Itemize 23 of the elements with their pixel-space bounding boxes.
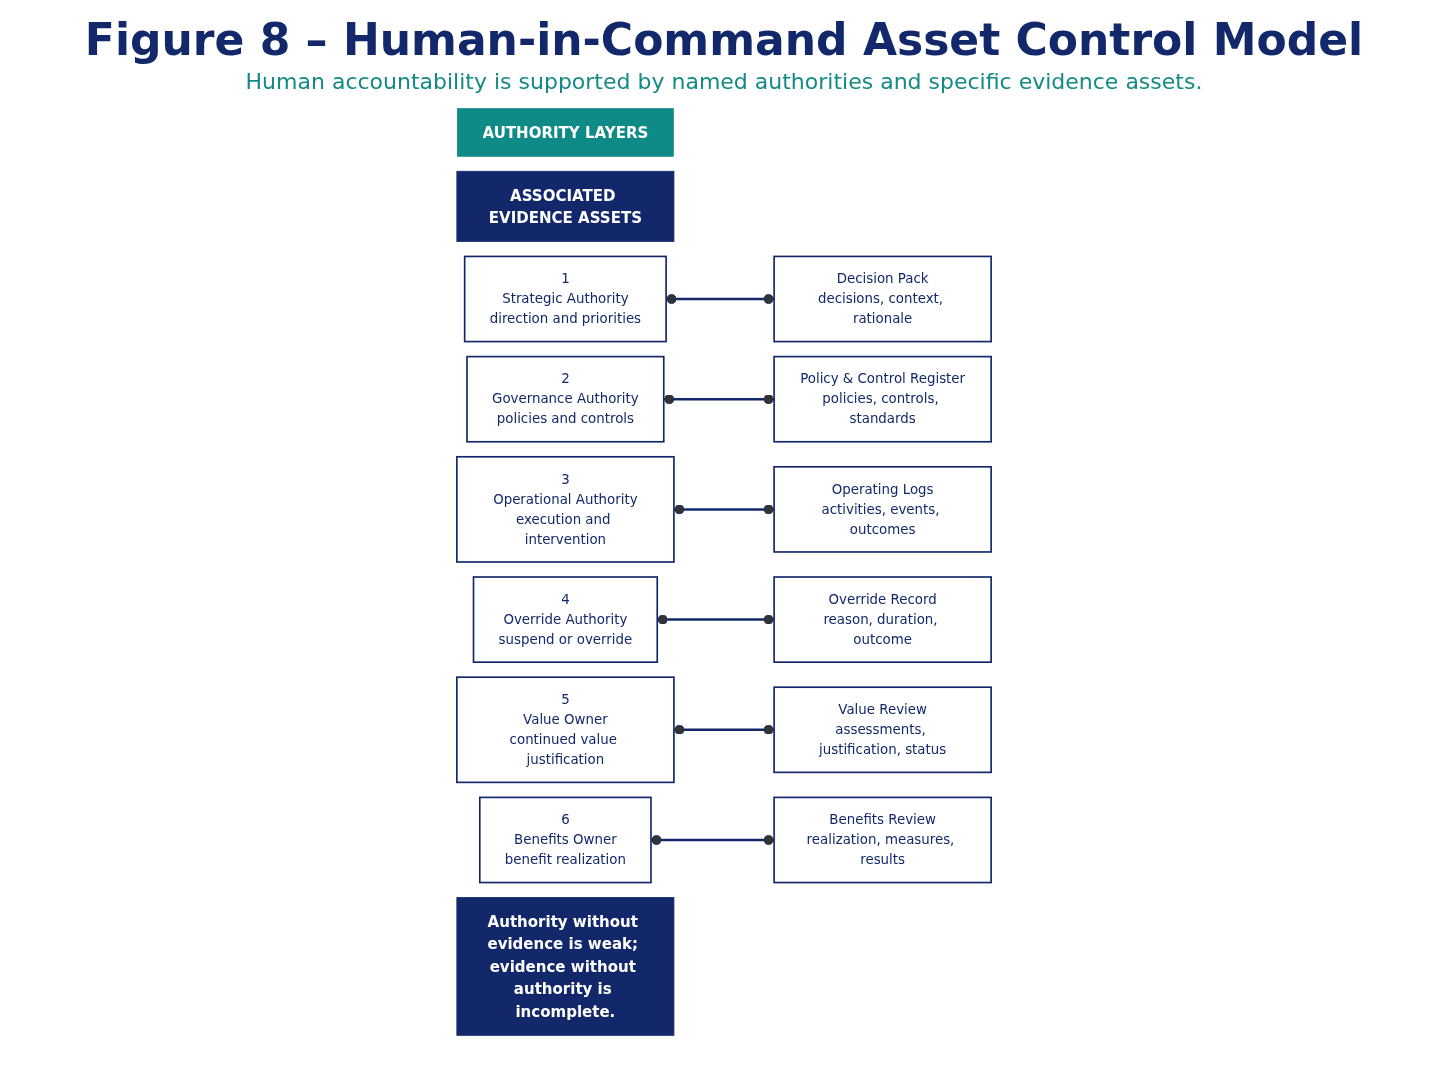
node-box: Authority without evidence is weak; evidence without authority is incomplete. (456, 897, 675, 1036)
node-box: Benefits Review realization, measures, results (773, 796, 992, 884)
connector (657, 614, 775, 625)
connector (673, 724, 775, 735)
node-box: 4 Override Authority suspend or override (472, 576, 659, 663)
node-box: 3 Operational Authority execution and intervention (456, 455, 675, 563)
connector (650, 834, 775, 846)
node-box: Decision Pack decisions, context, rationale (773, 255, 992, 343)
connector (673, 504, 775, 515)
node-box: 5 Value Owner continued value justification (456, 676, 675, 784)
node-box: AUTHORITY LAYERS (457, 108, 674, 157)
subtitle: Human accountability is supported by named authorities and specific evidence assets. (244, 69, 1204, 94)
node-box: Override Record reason, duration, outcome (773, 576, 992, 663)
node-box: 2 Governance Authority policies and controls (466, 355, 665, 443)
title: Figure 8 – Human-in-Command Asset Control Model (83, 14, 1365, 65)
connector (666, 293, 775, 305)
node-box: ASSOCIATED EVIDENCE ASSETS (456, 170, 675, 242)
node-box: Operating Logs activities, events, outcomes (773, 465, 992, 553)
node-box: 1 Strategic Authority direction and priorities (463, 255, 667, 343)
node-box: Policy & Control Register policies, controls, standards (773, 355, 992, 443)
node-box: Value Review assessments, justification, status (773, 686, 992, 774)
node-box: 6 Benefits Owner benefit realization (478, 796, 652, 884)
connector (663, 394, 775, 405)
